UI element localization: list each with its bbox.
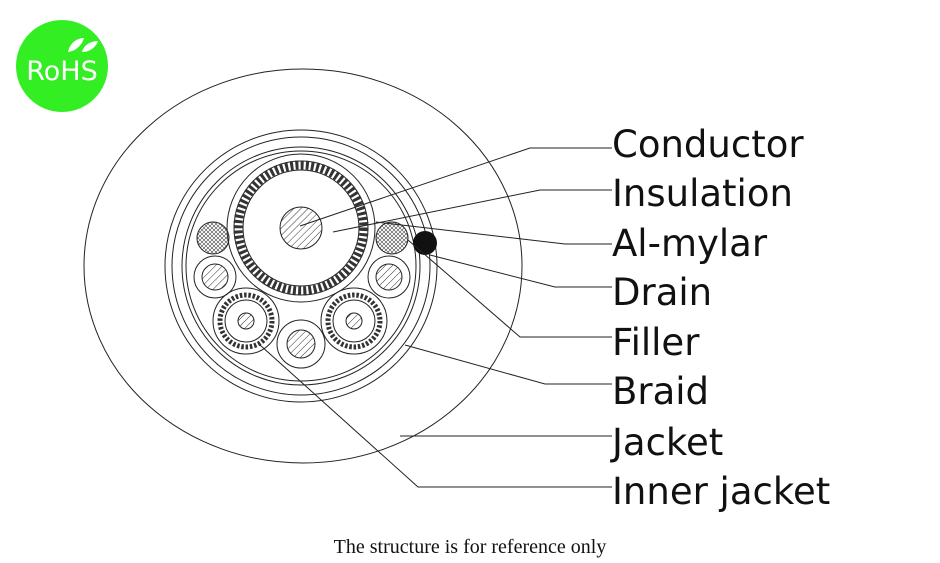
leader-filler [407, 239, 612, 338]
drain-wire [413, 231, 437, 255]
caption: The structure is for reference only [333, 536, 607, 558]
central-coax [226, 153, 376, 303]
filler-right [375, 221, 409, 255]
leader-inner-jacket [259, 344, 612, 488]
leader-braid [404, 344, 612, 385]
rohs-badge-circle [16, 20, 108, 112]
label-filler: Filler [612, 321, 700, 364]
small-conductor-bottom [276, 319, 326, 369]
label-al-mylar: Al-mylar [612, 222, 768, 265]
label-jacket: Jacket [610, 421, 723, 464]
al-mylar-ring [185, 150, 417, 382]
label-braid: Braid [612, 370, 709, 413]
small-coax-left [212, 287, 280, 355]
filler-left [196, 221, 230, 255]
leader-lines [259, 147, 612, 488]
leader-drain [429, 254, 612, 288]
label-drain: Drain [612, 271, 712, 314]
leaf-icon [68, 38, 98, 52]
rohs-badge: RoHS [16, 20, 108, 112]
rohs-badge-text: RoHS [26, 56, 98, 87]
outer-jacket-outline [83, 68, 523, 464]
label-inner-jacket: Inner jacket [612, 470, 830, 513]
braid-inner-ring [171, 136, 431, 396]
label-insulation: Insulation [612, 172, 793, 215]
inner-jacket-ring [181, 146, 421, 386]
small-conductor-right [367, 255, 411, 299]
small-coax-right [320, 287, 388, 355]
leader-al-mylar [375, 221, 612, 245]
leader-insulation [332, 189, 612, 233]
small-conductor-left [193, 255, 237, 299]
label-conductor: Conductor [612, 123, 804, 166]
leader-conductor [299, 147, 612, 227]
center-conductor [279, 206, 323, 250]
braid-outer-ring [164, 129, 438, 403]
